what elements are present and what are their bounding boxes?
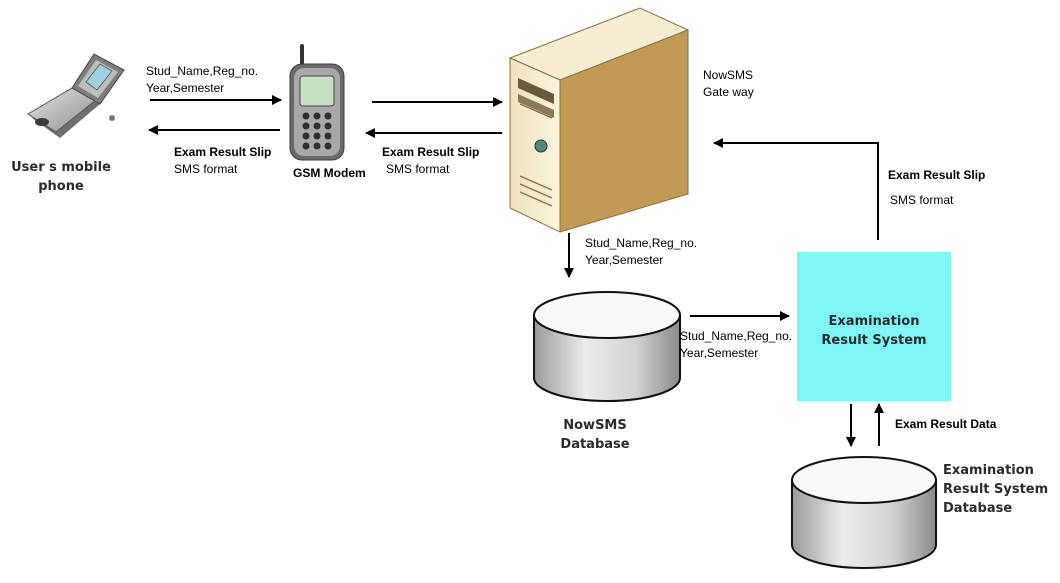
- edge-label-modem-to-phone: Exam Result Slip SMS format: [174, 144, 271, 178]
- ers-label: Examination Result System: [797, 312, 951, 350]
- edge-label-gateway-to-database: Stud_Name,Reg_no. Year,Semester: [585, 235, 697, 269]
- examination-result-system-box: Examination Result System: [797, 252, 951, 401]
- edge-label-ers-to-gateway-line2: SMS format: [890, 193, 954, 207]
- edge-label-database-to-ers: Stud_Name,Reg_no. Year,Semester: [680, 328, 792, 362]
- edge-label-ers-to-gateway: Exam Result Slip SMS format: [888, 167, 985, 209]
- edge-label-gateway-to-modem-line2: SMS format: [386, 162, 450, 176]
- mobile-phone-icon: [27, 53, 125, 138]
- phone-label: User s mobile phone: [6, 158, 116, 196]
- gateway-label-line2: Gate way: [703, 85, 754, 99]
- edge-label-phone-to-modem-line1: Stud_Name,Reg_no.: [146, 64, 259, 78]
- nowsms-database-icon: [533, 291, 681, 402]
- gateway-label-line1: NowSMS: [703, 68, 754, 82]
- gsm-modem-label: GSM Modem: [293, 166, 366, 180]
- ers-database-label-line1: Examination: [943, 463, 1034, 478]
- phone-label-line2: phone: [38, 179, 84, 194]
- arrow-ers-to-gateway: [713, 138, 879, 240]
- edge-label-gateway-to-database-line1: Stud_Name,Reg_no.: [585, 236, 698, 250]
- ers-database-label-line2: Result System: [943, 482, 1049, 497]
- ers-label-line1: Examination: [828, 314, 920, 329]
- gsm-modem-icon: [289, 44, 345, 161]
- nowsms-database-label: NowSMS Database: [545, 416, 645, 454]
- edge-label-database-to-ers-line1: Stud_Name,Reg_no.: [680, 329, 793, 343]
- edge-label-modem-to-phone-line2: SMS format: [174, 162, 238, 176]
- edge-label-ers-to-gateway-line1: Exam Result Slip: [888, 168, 986, 182]
- ers-label-line2: Result System: [821, 333, 927, 348]
- edge-label-phone-to-modem: Stud_Name,Reg_no. Year,Semester: [146, 63, 258, 97]
- nowsms-database-label-line2: Database: [560, 437, 630, 452]
- edge-label-modem-to-phone-line1: Exam Result Slip: [174, 145, 272, 159]
- ers-database-icon: [791, 456, 937, 569]
- server-tower-icon: [508, 7, 690, 233]
- edge-label-ers-database-to-ers: Exam Result Data: [895, 417, 997, 431]
- phone-label-line1: User s mobile: [11, 160, 111, 175]
- ers-database-label: Examination Result System Database: [943, 461, 1048, 518]
- ers-database-label-line3: Database: [943, 501, 1013, 516]
- edge-label-gateway-to-modem-line1: Exam Result Slip: [382, 145, 480, 159]
- edge-label-database-to-ers-line2: Year,Semester: [680, 346, 759, 360]
- edge-label-gateway-to-modem: Exam Result Slip SMS format: [382, 144, 479, 178]
- edge-label-gateway-to-database-line2: Year,Semester: [585, 253, 664, 267]
- nowsms-database-label-line1: NowSMS: [563, 418, 627, 433]
- gateway-label: NowSMS Gate way: [703, 67, 754, 101]
- edge-label-phone-to-modem-line2: Year,Semester: [146, 81, 225, 95]
